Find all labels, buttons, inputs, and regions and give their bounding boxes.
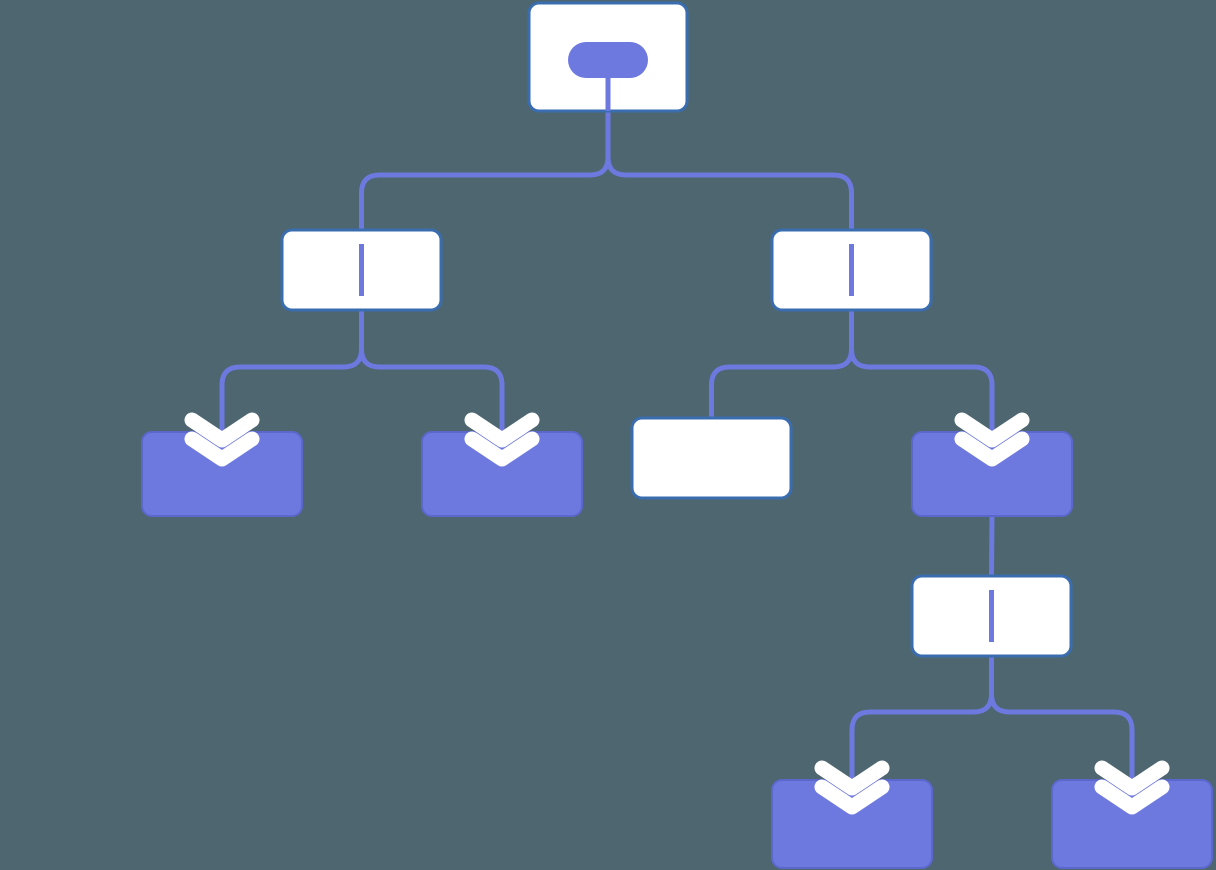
leaf-node-right-first-hit[interactable] [632,418,791,498]
leaf-node-deep-right-chevron-down-icon [1094,760,1170,815]
leaf-node-left-first-hit[interactable] [142,432,302,516]
leaf-node-deep-left-hit[interactable] [772,780,932,868]
leaf-node-left-second-chevron-down-icon [464,412,540,467]
edge-right-leaf-to-deep-branch [989,515,995,577]
edge-root-to-right-branch [605,111,854,230]
branch-node-left-hit[interactable] [282,230,441,310]
edge-deep-branch-to-leaf-right [989,656,1135,802]
branch-node-deep-hit[interactable] [912,576,1071,656]
root-pill-badge [568,42,648,78]
leaf-node-right-first[interactable] [630,416,793,500]
edge-right-branch-to-leaf-first [709,310,854,418]
edge-left-branch-to-leaf-second [359,310,505,454]
marker-layer [184,412,1170,815]
edge-layer [219,111,1135,802]
edge-right-branch-to-leaf-second [849,310,995,454]
leaf-node-deep-left-chevron-down-icon [814,760,890,815]
node-layer [141,1,1213,869]
branch-node-right-second-hit[interactable] [912,432,1072,516]
leaf-node-left-second-hit[interactable] [422,432,582,516]
branch-node-right-second-chevron-down-icon [954,412,1030,467]
leaf-node-deep-right-hit[interactable] [1052,780,1212,868]
root-node-hit[interactable] [529,3,687,111]
edge-root-to-left-branch [359,111,611,230]
leaf-node-left-first-chevron-down-icon [184,412,260,467]
branch-node-right-hit[interactable] [772,230,931,310]
